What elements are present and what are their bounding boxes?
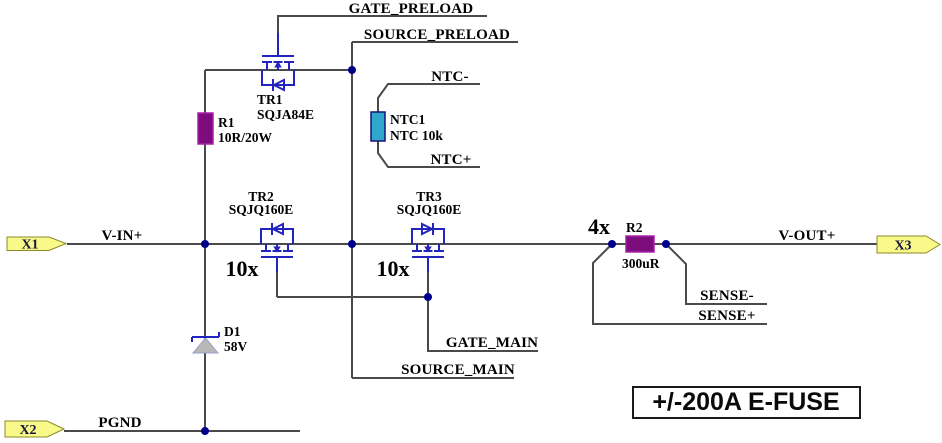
net-label-v-in: V-IN+ [102, 228, 143, 244]
wire-sense-plus [592, 243, 767, 325]
r2-value-label: 300uR [622, 256, 660, 271]
tr2-multiplier-label: 10x [226, 256, 259, 281]
connector-x2-label: X2 [19, 423, 36, 438]
tr3-terminals [416, 244, 440, 251]
title-box-frame [632, 386, 861, 419]
tr2-part-label: SQJQ160E [229, 202, 294, 217]
r1-resistor-symbol[interactable] [197, 112, 214, 145]
net-label-pgnd: PGND [98, 415, 141, 431]
net-label-ntc-plus: NTC+ [430, 152, 471, 168]
d1-cathode-bar [191, 332, 220, 342]
tr1-part-label: SQJA84E [257, 107, 314, 122]
wire-gate-preload-stub [277, 15, 487, 33]
tr1-body-diode-loop [261, 70, 295, 86]
tr3-body-diode-triangle [421, 222, 435, 236]
net-label-ntc-minus: NTC- [431, 69, 468, 85]
wire-sense-minus [665, 243, 767, 305]
connector-x3[interactable]: X3 [876, 235, 941, 254]
title-box: +/-200A E-FUSE [632, 386, 861, 419]
net-label-sense-minus: SENSE- [700, 288, 754, 304]
tr3-mosfet-symbol[interactable] [411, 222, 445, 272]
tr2-terminals [265, 244, 289, 251]
net-label-v-out: V-OUT+ [779, 228, 836, 244]
connector-x1[interactable]: X1 [6, 236, 68, 253]
tr2-body-diode-triangle [270, 222, 284, 236]
junction-dot [348, 240, 356, 248]
ntc1-ref-label: NTC1 [390, 112, 426, 127]
tr2-mosfet-symbol[interactable] [260, 222, 294, 272]
d1-zener-symbol[interactable] [191, 332, 220, 354]
net-label-gate-preload: GATE_PRELOAD [349, 1, 474, 17]
tr2-substrate-arrow-head [273, 246, 281, 253]
tr3-part-label: SQJQ160E [397, 202, 462, 217]
connector-x3-label: X3 [894, 239, 911, 254]
junction-dot [662, 240, 670, 248]
tr3-body-diode-loop [411, 228, 445, 244]
junction-dot [348, 66, 356, 74]
title-box-label: +/-200A E-FUSE [652, 388, 839, 416]
junction-dots [201, 66, 670, 435]
ntc1-value-label: NTC 10k [390, 128, 443, 143]
net-label-source-preload: SOURCE_PRELOAD [364, 27, 510, 43]
d1-value-label: 58V [224, 339, 248, 354]
r2-shunt-resistor-symbol[interactable] [625, 235, 655, 253]
tr2-body-diode-loop [260, 228, 294, 244]
junction-dot [201, 240, 209, 248]
ntc1-thermistor-symbol[interactable] [370, 111, 386, 142]
tr1-body-diode-triangle [271, 78, 285, 92]
r1-ref-label: R1 [218, 115, 235, 130]
connector-x2[interactable]: X2 [4, 420, 66, 438]
net-label-gate-main: GATE_MAIN [446, 335, 538, 351]
r1-value-label: 10R/20W [218, 130, 273, 145]
d1-ref-label: D1 [224, 324, 241, 339]
tr3-substrate-arrow-head [424, 246, 432, 253]
tr1-mosfet-symbol[interactable] [261, 33, 295, 92]
r2-multiplier-label: 4x [588, 214, 610, 239]
wire-gate-main-stub [427, 297, 538, 352]
junction-dot [608, 240, 616, 248]
net-label-sense-plus: SENSE+ [698, 308, 755, 324]
d1-triangle [191, 337, 220, 354]
connector-x3-shape [876, 235, 941, 254]
connector-x1-shape [6, 236, 68, 251]
tr1-ref-label: TR1 [257, 92, 283, 107]
junction-dot [201, 427, 209, 435]
tr2-ref-label: TR2 [248, 189, 274, 204]
connector-x1-label: X1 [21, 238, 38, 253]
tr1-terminals [266, 62, 290, 70]
junction-dot [424, 293, 432, 301]
tr1-substrate-arrow-head [274, 61, 282, 68]
tr3-ref-label: TR3 [416, 189, 442, 204]
tr3-multiplier-label: 10x [377, 256, 410, 281]
net-label-source-main: SOURCE_MAIN [401, 362, 515, 378]
r2-ref-label: R2 [626, 220, 643, 235]
connector-x2-shape [4, 420, 66, 438]
